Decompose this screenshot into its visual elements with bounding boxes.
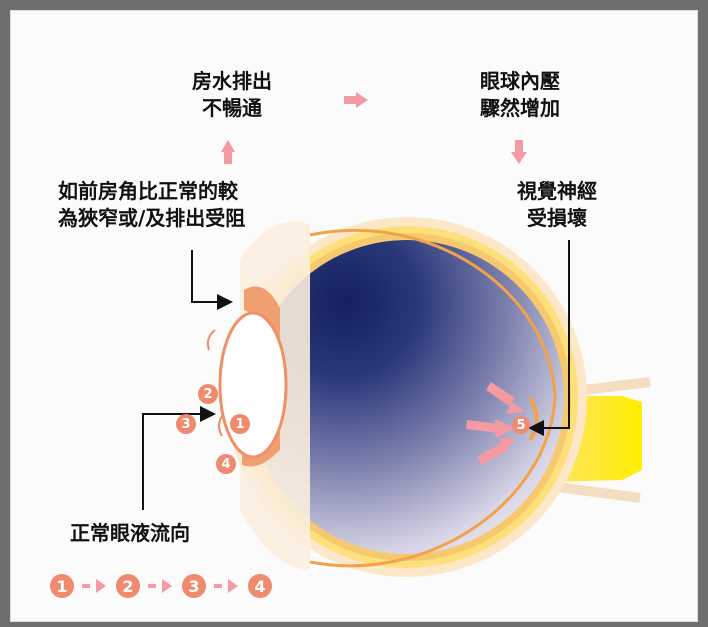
sequence-step-1: 1: [50, 574, 74, 598]
sequence-arrow-bar: [82, 584, 90, 588]
label-pressure-rise-line1: 眼球內壓: [445, 68, 595, 95]
sequence-arrow-icon: [228, 579, 238, 593]
label-nerve-damage-line1: 視覺神經: [492, 178, 622, 205]
label-normal-flow: 正常眼液流向: [70, 520, 270, 547]
sequence-arrow-icon: [96, 579, 106, 593]
sequence-step-4: 4: [248, 574, 272, 598]
sequence-step-3: 3: [182, 574, 206, 598]
label-drainage-poor: 房水排出 不暢通: [162, 68, 302, 122]
label-nerve-damage: 視覺神經 受損壞: [492, 178, 622, 232]
label-drainage-poor-line2: 不暢通: [162, 95, 302, 122]
label-pressure-rise-line2: 驟然增加: [445, 95, 595, 122]
leader-angle: [192, 250, 229, 302]
lens: [220, 313, 286, 457]
label-nerve-damage-line2: 受損壞: [492, 205, 622, 232]
marker-3: 3: [176, 414, 196, 434]
flow-arrow-upper: [208, 330, 215, 350]
sequence-step-2: 2: [116, 574, 140, 598]
marker-1: 1: [230, 414, 250, 434]
label-angle-narrow: 如前房角比正常的較 為狹窄或/及排出受阻: [58, 178, 318, 232]
sequence-arrow-bar: [148, 584, 156, 588]
marker-2: 2: [198, 384, 218, 404]
label-pressure-rise: 眼球內壓 驟然增加: [445, 68, 595, 122]
label-drainage-poor-line1: 房水排出: [162, 68, 302, 95]
sequence-arrow-bar: [214, 584, 222, 588]
label-angle-narrow-line2: 為狹窄或/及排出受阻: [58, 205, 318, 232]
label-angle-narrow-line1: 如前房角比正常的較: [58, 178, 318, 205]
flow-sequence: 1 2 3 4: [50, 573, 272, 599]
flow-arrow-lower: [219, 416, 222, 436]
diagram-frame: 2 3 1 4 5 房水排出 不暢通 眼球內壓 驟然增加 如前房角比正常的較 為…: [10, 10, 698, 622]
marker-4: 4: [216, 454, 236, 474]
marker-5: 5: [512, 416, 530, 434]
sequence-arrow-icon: [162, 579, 172, 593]
